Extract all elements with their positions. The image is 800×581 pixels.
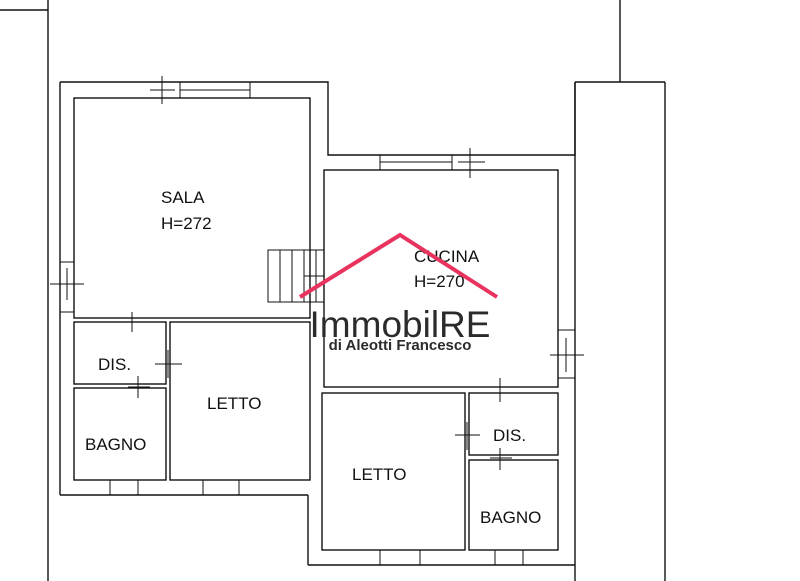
door-marks [50,76,584,470]
room-bagno-right [468,459,559,551]
label-letto-right: LETTO [352,465,406,484]
room-sala [73,97,311,319]
label-dis-left: DIS. [98,355,131,374]
label-bagno-left: BAGNO [85,435,146,454]
room-bagno-left [73,387,167,481]
stairs [267,249,325,303]
room-letto-left [169,321,311,481]
brand-name: ImmobilRE [310,304,491,345]
label-bagno-right: BAGNO [480,508,541,527]
room-labels: SALA H=272 CUCINA H=270 DIS. LETTO BAGNO… [85,188,541,527]
label-cucina-height: H=270 [414,272,465,291]
external-walls [0,0,666,581]
label-letto-left: LETTO [207,394,261,413]
label-sala: SALA [161,188,205,207]
room-dis-right [468,392,559,456]
watermark-logo: ImmobilRE di Aleotti Francesco [298,232,499,354]
room-dis-left [73,321,167,385]
windows [59,81,576,566]
label-sala-height: H=272 [161,214,212,233]
brand-tagline: di Aleotti Francesco [329,337,472,354]
roof-icon [298,232,499,299]
label-dis-right: DIS. [493,426,526,445]
label-cucina: CUCINA [414,247,480,266]
